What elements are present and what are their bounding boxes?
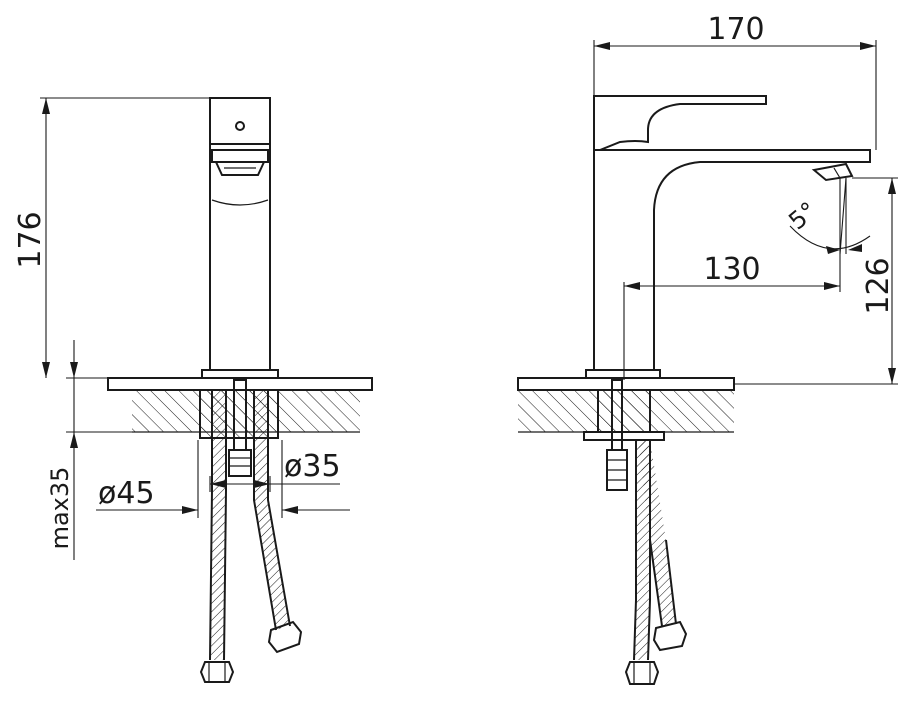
dim-spout-angle: 5° <box>783 196 822 235</box>
dim-width-total: 170 <box>707 12 764 47</box>
side-faucet-body <box>593 149 871 371</box>
dim-spout-reach: 130 <box>703 252 760 287</box>
dim-height-total: 176 <box>13 211 48 268</box>
side-deck-plate <box>517 377 735 391</box>
side-lever <box>593 95 767 151</box>
dim-hole-outer: ø45 <box>98 476 155 511</box>
dim-spout-height: 126 <box>861 257 896 314</box>
side-view: 170 130 126 5° <box>517 12 898 685</box>
front-view: 176 max35 ø45 ø35 <box>13 97 373 683</box>
dim-hole-inner: ø35 <box>284 449 341 484</box>
front-deck-plate <box>107 377 373 391</box>
dim-max-deck: max35 <box>46 467 74 550</box>
front-faucet-body <box>209 97 271 371</box>
